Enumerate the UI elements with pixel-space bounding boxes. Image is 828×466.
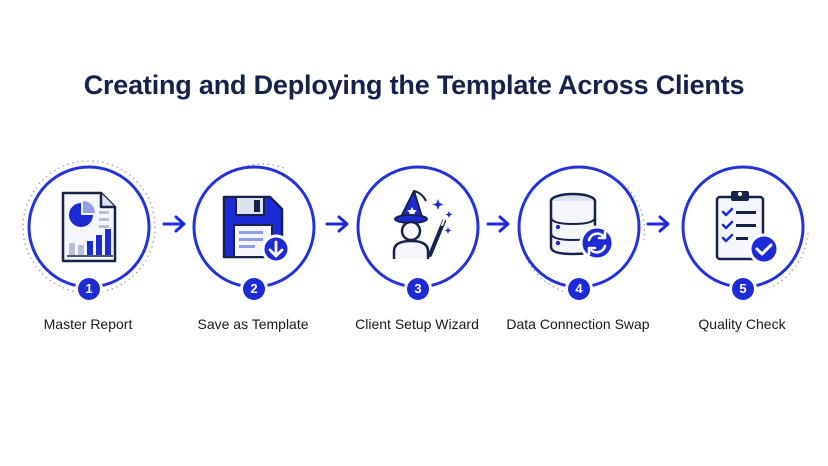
step-number-badge: 4 — [568, 278, 590, 300]
step-number-badge: 1 — [78, 278, 100, 300]
step-label: Client Setup Wizard — [355, 316, 479, 332]
step-circle: 1 — [22, 160, 156, 300]
step-number-badge: 5 — [732, 278, 754, 300]
arrow-right-icon — [162, 215, 186, 233]
arrow-right-icon — [325, 215, 349, 233]
step-master-report: 1 Master Report — [22, 160, 156, 360]
step-label: Data Connection Swap — [506, 316, 650, 332]
step-save-as-template: 2 Save as Template — [187, 160, 319, 360]
step-circle: 3 — [356, 165, 480, 300]
floppy-save-download-icon — [222, 195, 291, 264]
step-quality-check: 5 Quality Check — [676, 160, 809, 360]
wizard-person-icon — [392, 190, 453, 259]
step-circle: 2 — [192, 163, 316, 300]
step-label: Quality Check — [698, 316, 786, 332]
step-circle: 4 — [517, 165, 646, 300]
step-client-setup-wizard: 3 Client Setup Wizard — [351, 160, 483, 360]
step-label: Save as Template — [197, 316, 309, 332]
arrow-right-icon — [486, 215, 510, 233]
report-document-icon — [61, 191, 117, 263]
diagram-title: Creating and Deploying the Template Acro… — [83, 70, 745, 100]
step-data-connection-swap: 4 Data Connection Swap — [506, 160, 650, 360]
clipboard-check-icon — [715, 191, 780, 265]
step-number-badge: 2 — [243, 278, 265, 300]
database-sync-icon — [549, 192, 615, 261]
arrow-right-icon — [646, 215, 670, 233]
step-number-badge: 3 — [407, 278, 429, 300]
step-circle: 5 — [681, 165, 809, 300]
step-label: Master Report — [43, 316, 133, 332]
